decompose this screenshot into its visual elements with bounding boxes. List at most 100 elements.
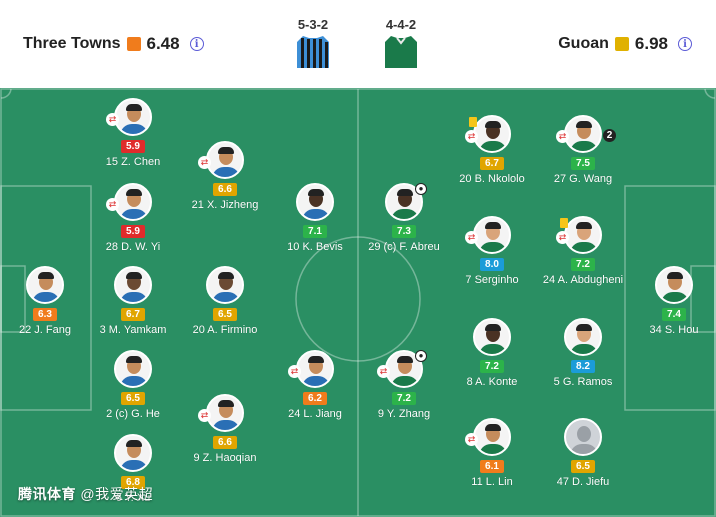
player-card[interactable]: 7.2 8 A. Konte: [447, 318, 537, 388]
player-card[interactable]: ⇄ 8.0 7 Serginho: [447, 216, 537, 286]
home-team[interactable]: Three Towns 6.48 i: [23, 34, 204, 54]
away-jersey-icon: [385, 36, 417, 68]
player-card[interactable]: 6.8 6 Y. Xu: [88, 434, 178, 504]
match-header: Three Towns 6.48 i 5-3-2 4-4-2 Guoan 6.9…: [0, 0, 716, 88]
away-team-name: Guoan: [558, 35, 609, 52]
player-card[interactable]: ⇄ 6.7 20 B. Nkololo: [447, 115, 537, 185]
home-rating-square: [126, 37, 141, 51]
away-formation: 4-4-2: [385, 17, 417, 32]
player-avatar: [473, 418, 511, 456]
player-card[interactable]: ⇄ 6.6 21 X. Jizheng: [180, 141, 270, 211]
player-avatar: [114, 350, 152, 388]
player-card[interactable]: ⇄ 6.2 24 L. Jiang: [270, 350, 360, 420]
player-rating: 6.5: [213, 308, 237, 321]
player-card[interactable]: ⇄ 2 7.5 27 G. Wang: [538, 115, 628, 185]
player-rating: 6.2: [303, 392, 327, 405]
player-card[interactable]: ⇄ 5.9 28 D. W. Yi: [88, 183, 178, 253]
player-card[interactable]: 6.7 3 M. Yamkam: [88, 266, 178, 336]
watermark-handle: @我爱英超: [80, 486, 154, 502]
substitution-icon: ⇄: [556, 130, 569, 143]
player-card[interactable]: 6.3 22 J. Fang: [0, 266, 90, 336]
player-card[interactable]: ⇄ 7.2 24 A. Abdugheni: [538, 216, 628, 286]
player-name: 20 B. Nkololo: [459, 173, 525, 185]
player-avatar: [206, 141, 244, 179]
player-avatar: [473, 115, 511, 153]
player-name: 8 A. Konte: [466, 376, 518, 388]
player-avatar: [564, 318, 602, 356]
player-avatar: [206, 266, 244, 304]
info-icon[interactable]: i: [189, 37, 204, 51]
player-rating: 7.3: [392, 225, 416, 238]
goal-count-badge: 2: [603, 129, 616, 142]
home-jersey-icon: [297, 36, 329, 68]
substitution-icon: ⇄: [288, 365, 301, 378]
player-avatar: [564, 115, 602, 153]
yellow-card-icon: [469, 117, 477, 127]
player-card[interactable]: 7.1 10 K. Bevis: [270, 183, 360, 253]
player-card[interactable]: 8.2 5 G. Ramos: [538, 318, 628, 388]
player-rating: 6.8: [121, 476, 145, 489]
player-name: 28 D. W. Yi: [105, 241, 161, 253]
player-avatar: [655, 266, 693, 304]
goal-ball-icon: ●: [415, 350, 427, 362]
info-icon[interactable]: i: [678, 37, 692, 51]
player-name: 3 M. Yamkam: [99, 324, 167, 336]
player-rating: 6.1: [480, 460, 504, 473]
player-card[interactable]: ⇄ 6.1 11 L. Lin: [447, 418, 537, 488]
player-name: 27 G. Wang: [553, 173, 613, 185]
player-name: 6 Y. Xu: [115, 492, 151, 504]
player-name: 21 X. Jizheng: [191, 199, 259, 211]
player-avatar: [473, 318, 511, 356]
player-card[interactable]: 6.5 20 A. Firmino: [180, 266, 270, 336]
substitution-icon: ⇄: [465, 231, 478, 244]
substitution-icon: ⇄: [377, 365, 390, 378]
player-avatar: [114, 98, 152, 136]
player-name: 29 (c) F. Abreu: [368, 241, 440, 253]
player-rating: 6.7: [480, 157, 504, 170]
player-rating: 7.2: [392, 392, 416, 405]
player-rating: 5.9: [121, 140, 145, 153]
home-team-name: Three Towns: [23, 35, 121, 52]
player-card[interactable]: ⇄ 5.9 15 Z. Chen: [88, 98, 178, 168]
player-avatar: [296, 350, 334, 388]
substitution-icon: ⇄: [556, 231, 569, 244]
player-card[interactable]: 6.5 2 (c) G. He: [88, 350, 178, 420]
player-name: 2 (c) G. He: [106, 408, 160, 420]
substitution-icon: ⇄: [465, 433, 478, 446]
substitution-icon: ⇄: [198, 156, 211, 169]
player-avatar: [564, 216, 602, 254]
away-team[interactable]: Guoan 6.98 i: [558, 34, 692, 54]
player-card[interactable]: ⇄ 6.6 9 Z. Haoqian: [180, 394, 270, 464]
player-card[interactable]: 6.5 47 D. Jiefu: [538, 418, 628, 488]
substitution-icon: ⇄: [106, 198, 119, 211]
home-team-rating: 6.48: [146, 34, 180, 53]
player-name: 24 L. Jiang: [288, 408, 342, 420]
player-card[interactable]: ● 7.3 29 (c) F. Abreu: [359, 183, 449, 253]
player-avatar: [114, 266, 152, 304]
player-name: 5 G. Ramos: [553, 376, 613, 388]
pitch: ⇄ 5.9 15 Z. Chen ⇄ 5.9 28 D. W. Yi 6.3 2…: [0, 88, 716, 517]
player-name: 10 K. Bevis: [287, 241, 343, 253]
substitution-icon: ⇄: [198, 409, 211, 422]
player-rating: 6.3: [33, 308, 57, 321]
player-name: 15 Z. Chen: [105, 156, 161, 168]
player-rating: 7.4: [662, 308, 686, 321]
player-rating: 7.2: [480, 360, 504, 373]
player-card[interactable]: ⇄ ● 7.2 9 Y. Zhang: [359, 350, 449, 420]
player-name: 11 L. Lin: [471, 476, 513, 488]
player-avatar: [564, 418, 602, 456]
player-rating: 8.2: [571, 360, 595, 373]
player-rating: 6.6: [213, 436, 237, 449]
player-rating: 6.7: [121, 308, 145, 321]
player-name: 9 Y. Zhang: [377, 408, 431, 420]
player-card[interactable]: 7.4 34 S. Hou: [629, 266, 716, 336]
away-team-rating: 6.98: [634, 34, 668, 53]
player-name: 47 D. Jiefu: [556, 476, 610, 488]
away-rating-square: [614, 37, 629, 51]
player-avatar: [206, 394, 244, 432]
goal-ball-icon: ●: [415, 183, 427, 195]
player-rating: 7.5: [571, 157, 595, 170]
player-rating: 7.2: [571, 258, 595, 271]
player-name: 24 A. Abdugheni: [542, 274, 624, 286]
player-avatar: [114, 434, 152, 472]
